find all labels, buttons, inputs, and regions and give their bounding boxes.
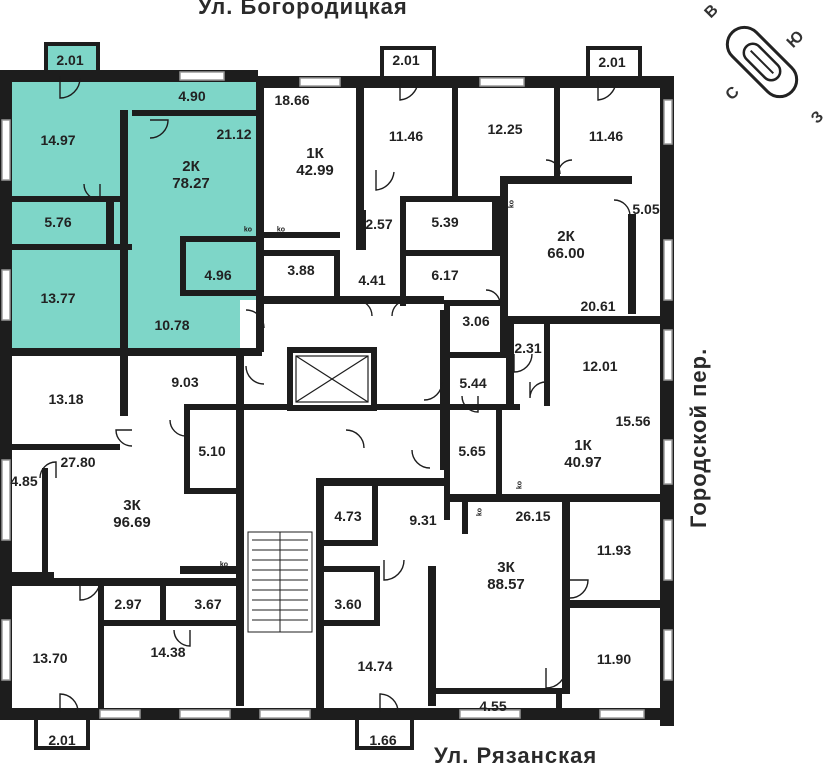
room-area: 3.88 — [287, 262, 315, 278]
apartment-area: 66.00 — [547, 245, 585, 262]
room-area: 2.01 — [48, 732, 76, 748]
room-area: 3.06 — [462, 313, 490, 329]
room-area: 14.74 — [357, 658, 393, 674]
apartment-type: 3К — [123, 496, 141, 514]
room-area: 4.41 — [358, 272, 386, 288]
apartment-type: 2К — [182, 157, 200, 175]
room-area: 12.25 — [487, 121, 523, 137]
room-area: 9.31 — [409, 512, 437, 528]
room-area: 2.97 — [114, 596, 142, 612]
shaft-mark: ko — [508, 199, 516, 209]
apartment-type: 1К — [574, 436, 592, 454]
compass-icon — [725, 25, 799, 99]
room-area: 10.78 — [154, 317, 190, 333]
room-area: 2.31 — [514, 340, 542, 356]
shaft-mark: ko — [219, 561, 229, 569]
room-area: 3.60 — [334, 596, 362, 612]
room-area: 5.65 — [458, 443, 486, 459]
apartment-area: 88.57 — [487, 576, 525, 593]
room-area: 2.01 — [598, 54, 626, 70]
shaft-mark: ko — [516, 480, 524, 490]
room-area: 27.80 — [60, 454, 96, 470]
room-area: 2.57 — [365, 216, 393, 232]
room-area: 13.18 — [48, 391, 84, 407]
apartment-type: 1К — [306, 144, 324, 162]
room-area: 1.66 — [369, 732, 397, 748]
street-name-top: Ул. Богородицкая — [198, 0, 408, 19]
room-area: 20.61 — [580, 298, 616, 314]
apartment-area: 78.27 — [172, 175, 210, 192]
apartment-type: 2К — [557, 227, 575, 245]
apartment-area: 40.97 — [564, 454, 602, 471]
street-name-bottom: Ул. Рязанская — [434, 743, 598, 768]
shaft-mark: ko — [276, 226, 286, 234]
room-area: 5.39 — [431, 214, 459, 230]
room-area: 4.73 — [334, 508, 362, 524]
room-area: 4.85 — [10, 473, 38, 489]
room-area: 11.90 — [596, 651, 632, 667]
room-area: 15.56 — [615, 413, 651, 429]
apartment-fill-main — [120, 120, 258, 348]
room-area: 2.01 — [56, 52, 84, 68]
room-area: 6.17 — [431, 267, 459, 283]
room-area: 14.38 — [150, 644, 186, 660]
room-area: 5.44 — [459, 375, 487, 391]
apartment-area: 42.99 — [296, 162, 334, 179]
elevator — [295, 355, 369, 403]
highlighted-apartment — [12, 44, 260, 348]
shaft-mark: ko — [476, 507, 484, 517]
room-area: 5.05 — [632, 201, 660, 217]
doors — [39, 76, 631, 713]
room-area: 2.01 — [392, 52, 420, 68]
room-area: 13.70 — [32, 650, 68, 666]
room-area: 13.77 — [40, 290, 76, 306]
room-area: 3.67 — [194, 596, 222, 612]
room-area: 11.93 — [596, 542, 632, 558]
room-area: 4.96 — [204, 267, 232, 283]
apartment-area: 96.69 — [113, 514, 151, 531]
room-area: 12.01 — [582, 358, 618, 374]
street-name-right: Городской пер. — [686, 347, 711, 528]
shaft-mark: ko — [243, 226, 253, 234]
room-area: 4.90 — [178, 88, 206, 104]
room-area: 4.55 — [479, 698, 507, 714]
apartment-type: 3К — [497, 558, 515, 576]
windows — [1, 71, 673, 719]
room-area: 26.15 — [515, 508, 551, 524]
room-area: 9.03 — [171, 374, 199, 390]
room-area: 5.10 — [198, 443, 226, 459]
room-area: 21.12 — [216, 126, 252, 142]
room-area: 14.97 — [40, 132, 76, 148]
staircase — [247, 531, 313, 633]
apartment-fill-left — [12, 76, 136, 348]
room-area: 11.46 — [588, 128, 624, 144]
room-area: 11.46 — [388, 128, 424, 144]
room-area: 18.66 — [274, 92, 310, 108]
room-area: 5.76 — [44, 214, 72, 230]
